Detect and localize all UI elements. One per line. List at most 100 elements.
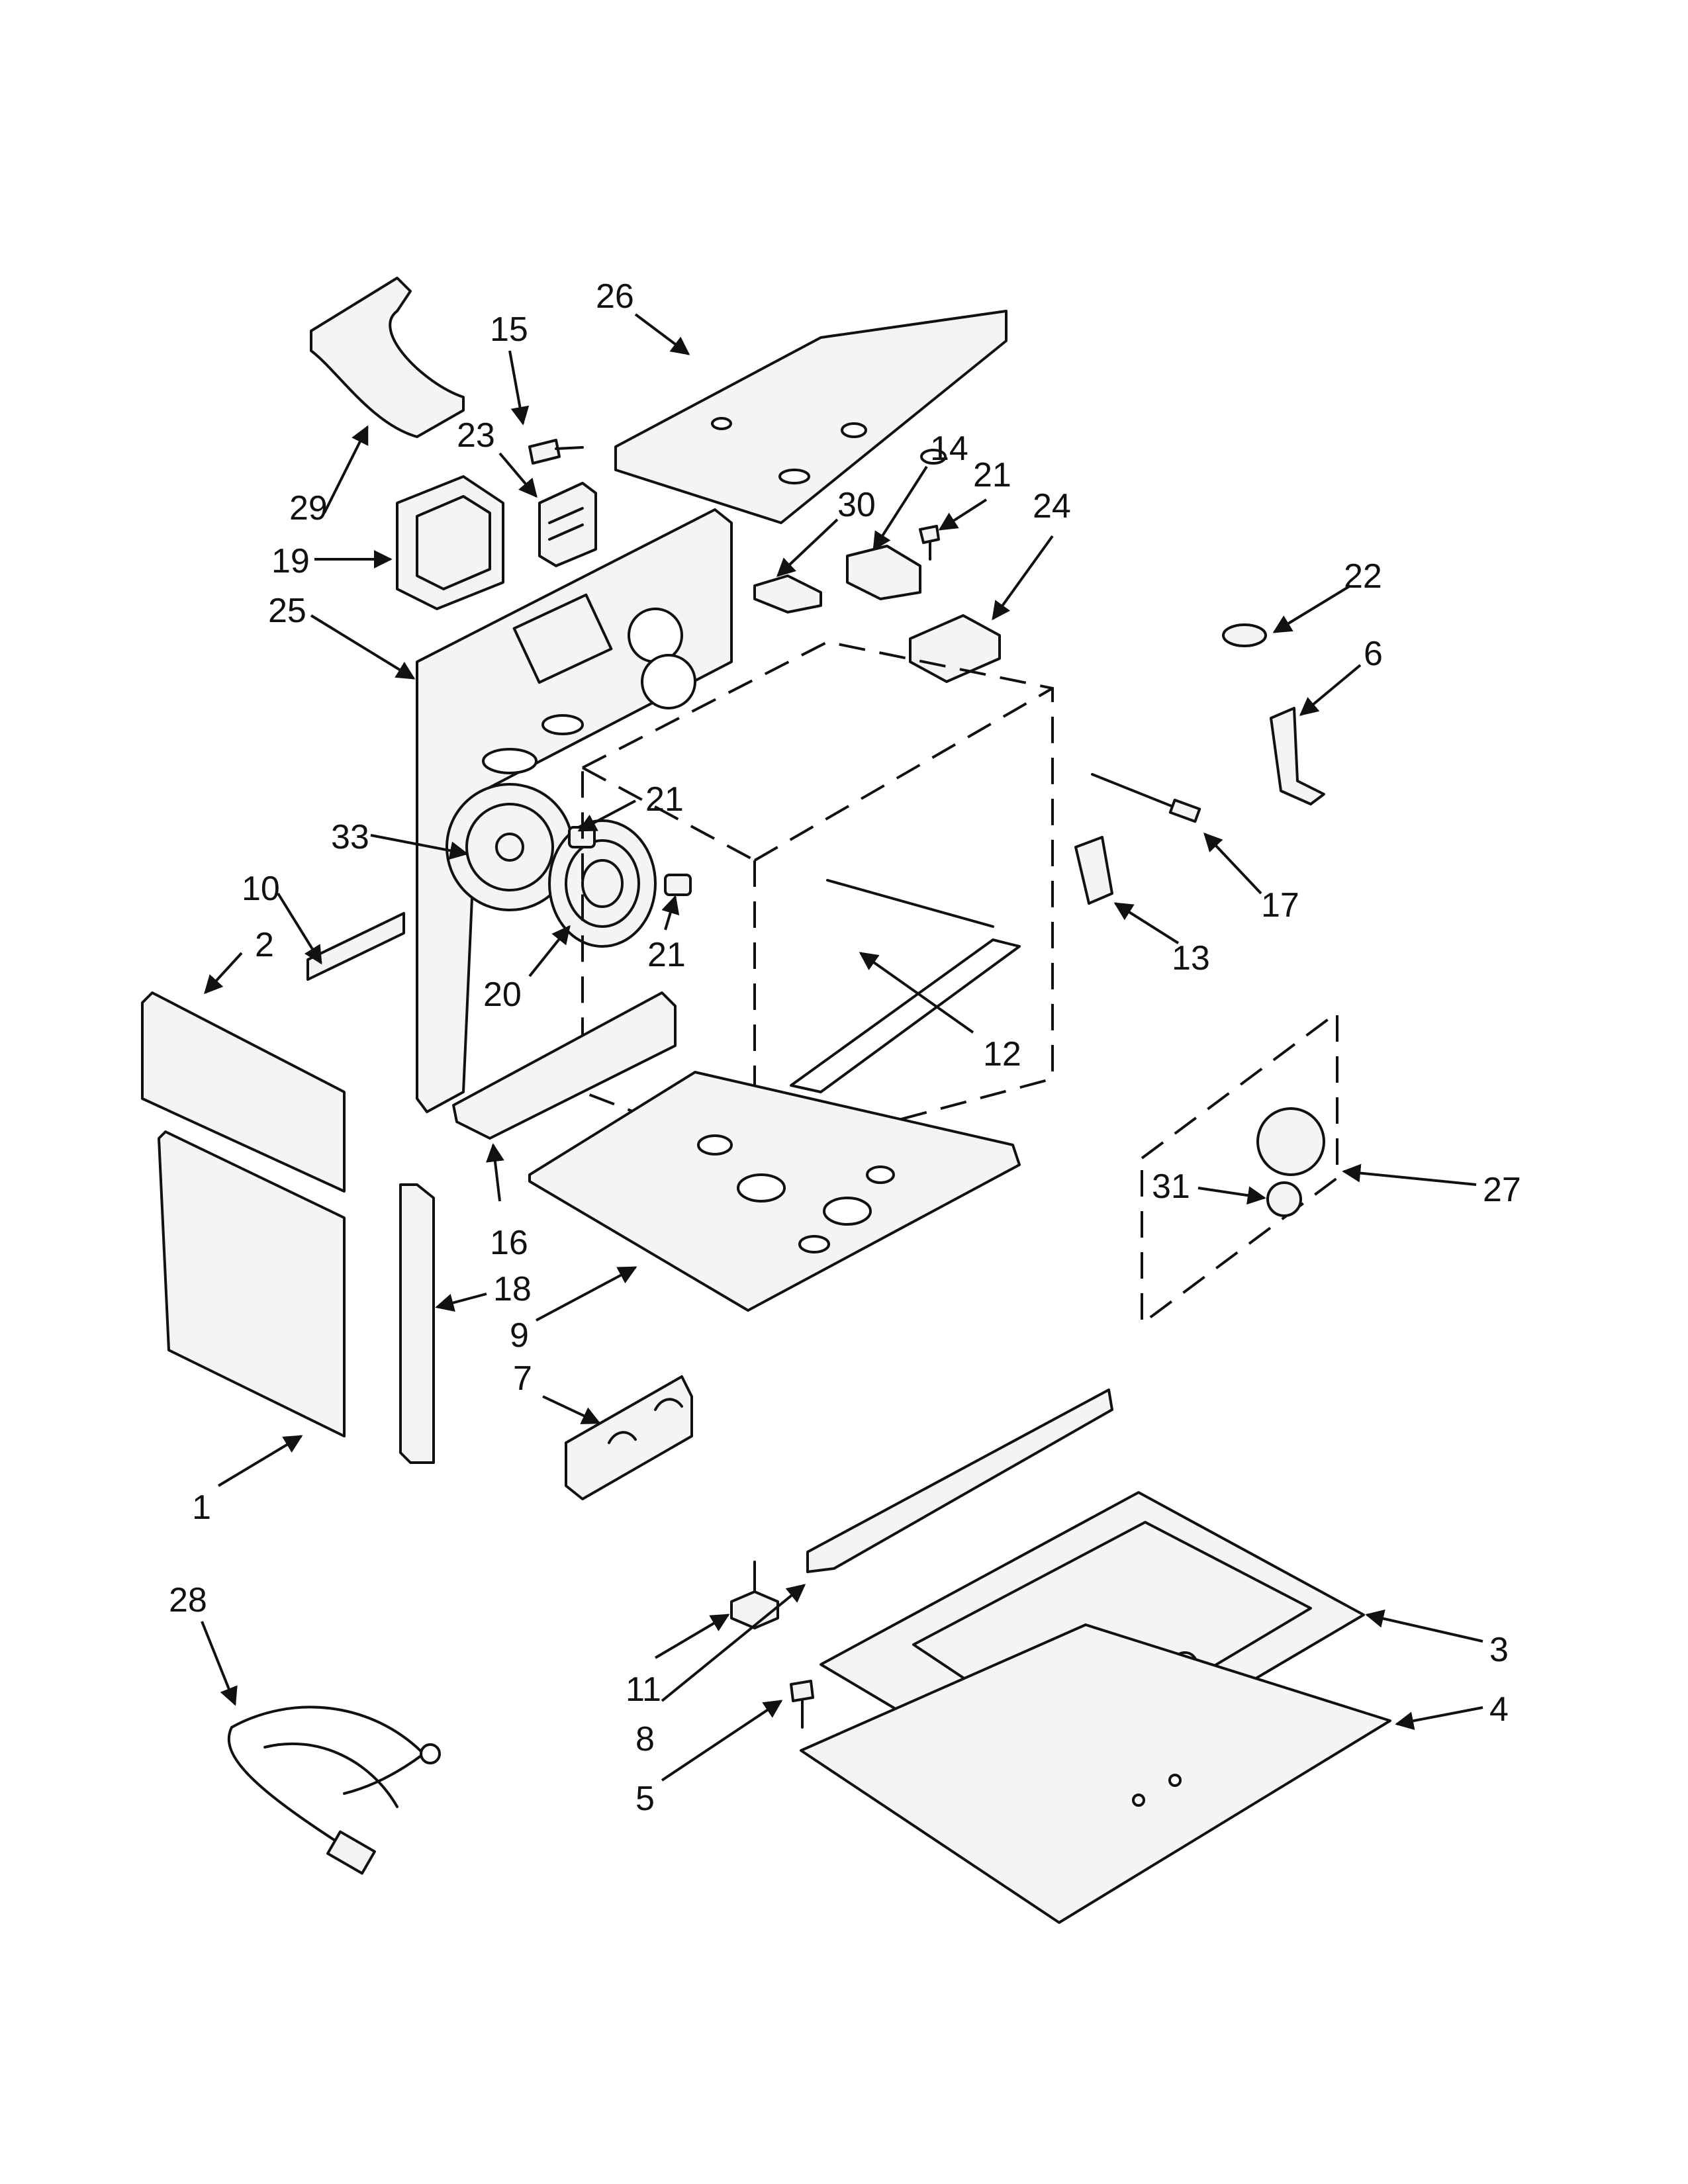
part-31-bracket xyxy=(753,574,822,614)
label-5: 5 xyxy=(635,1780,655,1818)
label-1: 1 xyxy=(192,1488,211,1527)
label-10: 10 xyxy=(242,870,280,908)
leader-30 xyxy=(323,425,369,514)
label-26: 25 xyxy=(268,592,306,630)
part-1-panel xyxy=(158,1130,346,1437)
part-32-bulb xyxy=(1266,1181,1302,1217)
label-18: 18 xyxy=(493,1270,532,1308)
label-11: 11 xyxy=(626,1670,661,1709)
label-28: 27 xyxy=(1483,1171,1521,1209)
leader-32 xyxy=(1197,1186,1266,1205)
label-7: 7 xyxy=(513,1359,532,1398)
leader-29 xyxy=(201,1621,238,1706)
leader-22 xyxy=(938,498,988,531)
leader-15 xyxy=(508,350,530,426)
label-25: 24 xyxy=(1033,487,1071,525)
label-12: 12 xyxy=(983,1035,1021,1073)
leader-5 xyxy=(661,1700,783,1782)
leader-11 xyxy=(654,1614,730,1659)
part-14-switch xyxy=(846,545,921,600)
leader-20 xyxy=(528,925,571,978)
part-22-screw xyxy=(919,525,940,561)
part-11-leveling-leg xyxy=(730,1561,779,1629)
label-3: 3 xyxy=(1489,1631,1509,1669)
part-9-pan xyxy=(528,1071,1021,1312)
part-29-power-cord xyxy=(227,1706,441,1875)
part-2-panel xyxy=(141,991,346,1193)
part-4-bottom-panel xyxy=(800,1623,1391,1924)
leader-17 xyxy=(1203,832,1262,895)
label-4: 4 xyxy=(1489,1690,1509,1729)
part-25-insulation xyxy=(909,614,1001,683)
leader-12 xyxy=(859,952,974,1034)
label-2: 2 xyxy=(255,926,274,964)
part-18-strip xyxy=(399,1183,435,1464)
leader-27 xyxy=(634,313,690,355)
leader-14 xyxy=(872,465,928,551)
part-8-rail xyxy=(806,1388,1113,1573)
part-16-bracket xyxy=(452,991,677,1140)
part-28-light-assembly xyxy=(1141,1010,1338,1326)
label-33: 33 xyxy=(331,818,369,856)
part-6-bracket xyxy=(1270,707,1325,805)
part-17-sensor xyxy=(1091,773,1201,823)
part-27-top-panel xyxy=(614,310,1008,524)
leader-31 xyxy=(776,518,839,577)
leader-3 xyxy=(1365,1609,1483,1643)
label-8: 8 xyxy=(635,1720,655,1758)
leader-28 xyxy=(1342,1163,1477,1186)
leader-6 xyxy=(1299,664,1362,716)
label-9: 9 xyxy=(510,1316,529,1355)
part-12-liner xyxy=(790,879,1021,1093)
label-19: 19 xyxy=(271,542,310,580)
part-20-element xyxy=(548,819,657,948)
label-21b: 21 xyxy=(647,936,686,974)
part-10-plate xyxy=(306,912,405,981)
label-27: 26 xyxy=(596,277,634,316)
leader-7 xyxy=(542,1395,601,1424)
part-24-bracket xyxy=(538,482,597,567)
label-14: 14 xyxy=(930,430,968,468)
label-17: 17 xyxy=(1261,886,1299,925)
leader-lines xyxy=(201,313,1483,1782)
label-20: 20 xyxy=(483,976,522,1014)
label-15: 15 xyxy=(490,310,528,349)
part-21-nut-b xyxy=(664,874,692,896)
leader-18 xyxy=(435,1293,487,1312)
leader-33 xyxy=(370,834,469,860)
leader-1 xyxy=(217,1435,303,1487)
leader-26 xyxy=(310,614,416,680)
leader-24 xyxy=(498,452,538,498)
part-13-terminal xyxy=(1074,836,1113,905)
label-32: 31 xyxy=(1152,1167,1190,1206)
leader-13 xyxy=(1113,902,1180,944)
part-19-vent xyxy=(396,475,504,610)
leader-25 xyxy=(992,535,1054,621)
label-13: 13 xyxy=(1172,939,1210,978)
leader-9 xyxy=(536,1266,637,1322)
part-7-bracket xyxy=(565,1375,693,1500)
label-29: 28 xyxy=(169,1581,207,1619)
label-24: 23 xyxy=(457,416,495,455)
label-30: 29 xyxy=(289,489,328,527)
label-16: 16 xyxy=(490,1224,528,1262)
part-5-screw xyxy=(790,1680,814,1729)
label-23: 22 xyxy=(1344,557,1382,596)
part-30-deflector xyxy=(310,277,465,438)
leader-23 xyxy=(1272,584,1352,633)
label-22: 21 xyxy=(973,456,1011,494)
label-6: 6 xyxy=(1364,635,1383,673)
part-26-rear-panel xyxy=(416,508,733,1113)
leader-8 xyxy=(661,1584,806,1702)
leader-16 xyxy=(486,1143,504,1202)
leader-21a xyxy=(577,799,636,832)
part-labels: 29 19 25 33 15 23 26 30 14 21 24 22 6 17… xyxy=(169,277,1521,1818)
part-23-thermal-fuse xyxy=(1222,623,1267,647)
label-31: 30 xyxy=(837,486,876,524)
leader-10 xyxy=(277,892,322,965)
leader-2 xyxy=(204,952,243,995)
label-21a: 21 xyxy=(645,780,684,819)
leader-4 xyxy=(1395,1706,1483,1730)
part-15-screw xyxy=(528,439,584,465)
